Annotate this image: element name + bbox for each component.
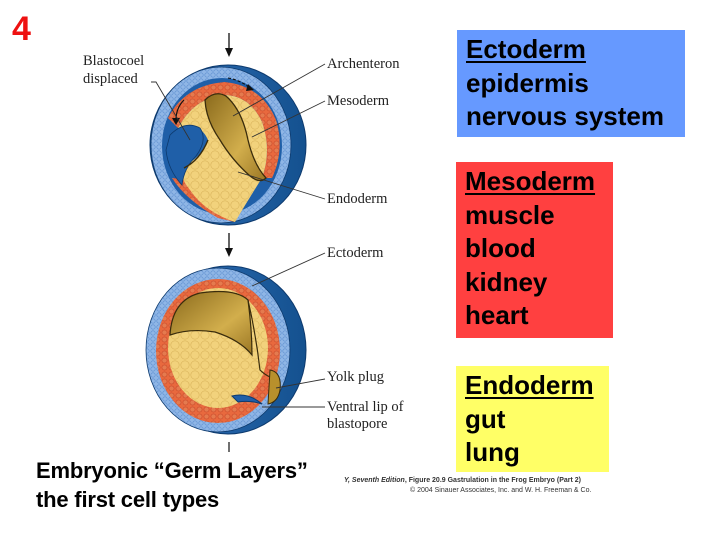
slide-number: 4: [12, 10, 31, 48]
caption-line1: Embryonic “Germ Layers”: [36, 458, 308, 483]
derivative-item: blood: [465, 233, 536, 263]
germ-layer-name: Mesoderm: [465, 166, 596, 196]
germ-layer-box-ectoderm: Ectoderm epidermis nervous system: [457, 30, 685, 137]
top-arrow-icon: [225, 33, 233, 57]
middle-arrow-icon: [225, 233, 233, 257]
derivative-item: kidney: [465, 266, 548, 297]
derivative-item: nervous system: [466, 101, 664, 131]
germ-layer-name: Ectoderm: [466, 34, 586, 64]
derivative-item: gut: [465, 403, 506, 434]
credit-rest: , Figure 20.9 Gastrulation in the Frog E…: [404, 477, 582, 484]
bottom-embryo: [145, 265, 307, 435]
derivative-item: muscle: [465, 199, 555, 230]
label-blastocoel-line2: displaced: [83, 71, 138, 87]
derivative-item: heart: [465, 300, 529, 330]
figure-credit-line2: © 2004 Sinauer Associates, Inc. and W. H…: [410, 487, 592, 494]
label-blastocoel-line1: Blastocoel: [83, 53, 145, 69]
bottom-leader-lines: [251, 252, 326, 408]
label-yolk-plug: Yolk plug: [327, 369, 384, 385]
credit-italic: Y, Seventh Edition: [344, 477, 405, 484]
label-endoderm: Endoderm: [327, 191, 388, 207]
label-ventral-lip-line1: Ventral lip of: [327, 399, 404, 415]
top-embryo: [149, 64, 307, 226]
caption: Embryonic “Germ Layers” the first cell t…: [36, 456, 308, 514]
label-ventral-lip-line2: blastopore: [327, 416, 388, 432]
germ-layer-name: Endoderm: [465, 370, 594, 400]
germ-layer-box-mesoderm: Mesoderm muscle blood kidney heart: [456, 162, 613, 338]
label-mesoderm: Mesoderm: [327, 93, 390, 109]
derivative-item: epidermis: [466, 67, 589, 98]
germ-layer-box-endoderm: Endoderm gut lung: [456, 366, 609, 472]
top-leader-lines: [151, 63, 326, 200]
label-ectoderm: Ectoderm: [327, 245, 384, 261]
caption-line2: the first cell types: [36, 487, 220, 512]
figure-credit-line1: Y, Seventh Edition, Figure 20.9 Gastrula…: [344, 476, 581, 485]
derivative-item: lung: [465, 437, 520, 467]
label-archenteron: Archenteron: [327, 56, 400, 72]
